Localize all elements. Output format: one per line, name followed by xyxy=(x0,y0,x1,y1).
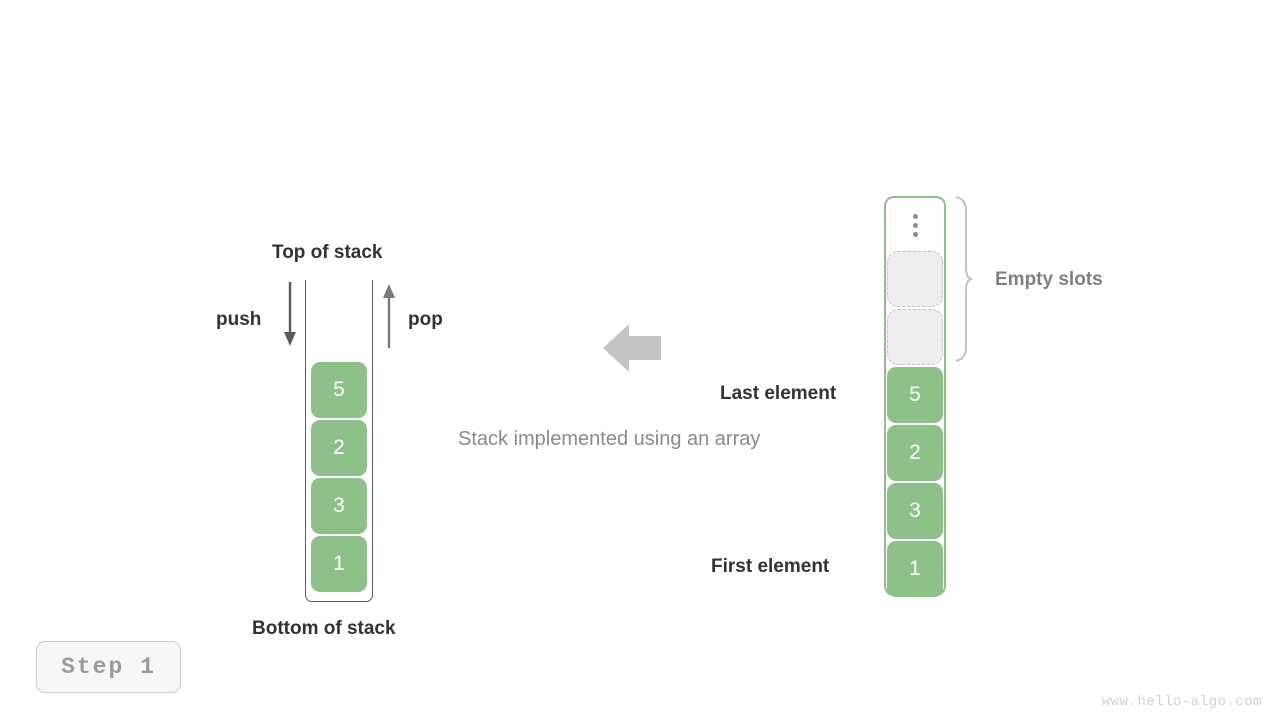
diagram-caption: Stack implemented using an array xyxy=(458,428,761,450)
watermark: www.hello-algo.com xyxy=(1101,694,1262,710)
arrow-left-icon xyxy=(603,324,661,372)
ellipsis-dot xyxy=(912,222,918,228)
ellipsis-dot xyxy=(912,213,918,219)
top-of-stack-label: Top of stack xyxy=(272,242,383,263)
bottom-of-stack-label: Bottom of stack xyxy=(252,618,396,639)
stack-cell: 2 xyxy=(311,420,367,476)
stack-cell: 3 xyxy=(311,478,367,534)
stack-cell-list: 5 2 3 1 xyxy=(311,362,367,592)
push-label: push xyxy=(216,309,262,330)
curly-brace-icon xyxy=(955,196,973,362)
empty-slots-label: Empty slots xyxy=(995,269,1103,290)
array-cell-list: 5 2 3 1 xyxy=(887,199,943,599)
last-element-label: Last element xyxy=(720,383,837,404)
vertical-ellipsis-icon xyxy=(887,199,943,251)
empty-slot xyxy=(887,251,943,307)
array-cell: 2 xyxy=(887,425,943,481)
array-cell: 5 xyxy=(887,367,943,423)
ellipsis-dot xyxy=(912,231,918,237)
first-element-label: First element xyxy=(711,556,830,577)
arrow-up-icon xyxy=(383,284,395,348)
stack-cell: 5 xyxy=(311,362,367,418)
step-badge: Step 1 xyxy=(36,641,181,693)
array-cell: 1 xyxy=(887,541,943,597)
array-cell: 3 xyxy=(887,483,943,539)
empty-slot xyxy=(887,309,943,365)
stack-cell: 1 xyxy=(311,536,367,592)
arrow-down-icon xyxy=(284,282,296,346)
pop-label: pop xyxy=(408,309,443,330)
stack-container xyxy=(305,280,373,602)
